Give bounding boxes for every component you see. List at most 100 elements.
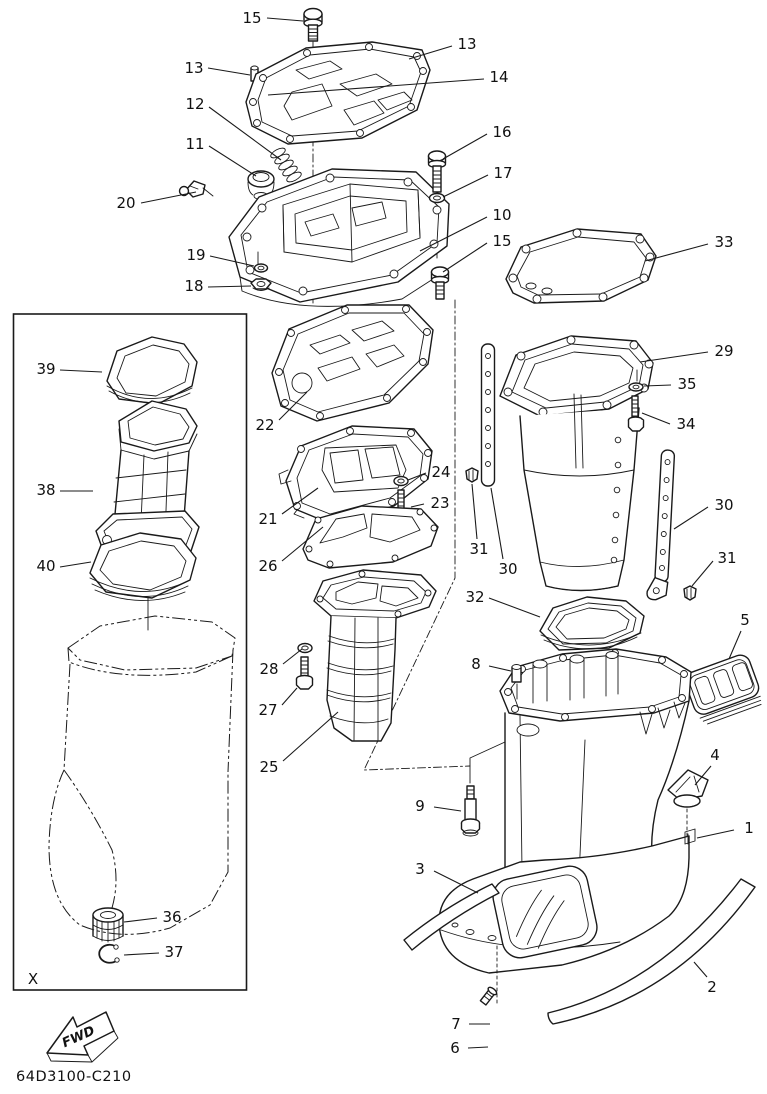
callout-35[interactable]: 35 [677,375,696,393]
callout-8[interactable]: 8 [471,655,481,673]
part-29-upper-casing [499,335,654,592]
callout-17[interactable]: 17 [493,164,512,182]
callout-24[interactable]: 24 [431,463,450,481]
callout-33[interactable]: 33 [714,233,733,251]
leader-line-25-31 [282,711,339,762]
callout-6[interactable]: 6 [450,1039,460,1057]
callout-30[interactable]: 30 [714,496,733,514]
callout-2[interactable]: 2 [707,978,717,996]
part-32-seal [539,596,645,651]
part-31-clip-right [683,585,697,601]
leader-line-16-6 [442,133,488,160]
callout-15[interactable]: 15 [242,9,261,27]
part-30-seal-left [480,343,496,487]
callout-29[interactable]: 29 [714,342,733,360]
leader-line-29-14 [639,351,709,363]
leader-line-26-21 [281,526,324,562]
leader-line-17-7 [442,174,489,198]
callout-13[interactable]: 13 [457,35,476,53]
part-15-bolt-right [430,266,450,300]
part-39-seal [106,336,198,405]
leader-line-15-10 [442,242,488,273]
callout-7[interactable]: 7 [451,1015,461,1033]
callout-10[interactable]: 10 [492,206,511,224]
callout-37[interactable]: 37 [164,943,183,961]
part-12-spring [270,147,302,183]
callout-31[interactable]: 31 [717,549,736,567]
part-19-washer [253,263,269,273]
leader-line-6-38 [467,1046,489,1049]
leader-line-11-5 [208,145,257,177]
callout-21[interactable]: 21 [258,510,277,528]
leader-line-12-4 [208,106,282,161]
part-9-bolt [460,741,506,837]
part-18-nut [250,278,272,291]
part-lower-casing [438,648,696,1007]
callout-23[interactable]: 23 [430,494,449,512]
callout-9[interactable]: 9 [415,797,425,815]
part-27-bolt [295,656,314,690]
leader-line-13-2 [408,45,453,60]
callout-25[interactable]: 25 [259,758,278,776]
part-10-exhaust-guide [228,168,450,307]
callout-19[interactable]: 19 [186,246,205,264]
part-36-grommet [92,907,124,943]
callout-28[interactable]: 28 [259,660,278,678]
callout-32[interactable]: 32 [465,588,484,606]
callout-X[interactable]: X [28,970,38,988]
callout-3[interactable]: 3 [415,860,425,878]
callout-14[interactable]: 14 [489,68,508,86]
callout-22[interactable]: 22 [255,416,274,434]
callout-5[interactable]: 5 [740,611,750,629]
part-24-washer [393,475,409,487]
leader-line-36-39 [123,917,158,923]
callout-34[interactable]: 34 [676,415,695,433]
callout-26[interactable]: 26 [258,557,277,575]
callout-11[interactable]: 11 [185,135,204,153]
part-3-strake [403,883,500,951]
leader-line-39-41 [59,369,103,373]
part-2-trim-strip [547,878,756,1025]
callout-39[interactable]: 39 [36,360,55,378]
callout-20[interactable]: 20 [116,194,135,212]
leader-line-5-27 [728,630,742,660]
callout-30[interactable]: 30 [498,560,517,578]
leader-line-33-11 [644,243,709,262]
part-4-anode [667,769,709,837]
callout-13[interactable]: 13 [184,59,203,77]
part-26-gasket [302,505,439,569]
leader-line-35-15 [643,384,672,387]
leader-line-15-0 [266,17,304,22]
callout-12[interactable]: 12 [185,95,204,113]
callout-31[interactable]: 31 [469,540,488,558]
part-37-circlip [98,943,120,964]
part-25-muffler [313,569,437,742]
diagram-part-code: 64D3100-C210 [16,1069,132,1085]
part-16-bolt [427,150,447,193]
callout-16[interactable]: 16 [492,123,511,141]
callout-36[interactable]: 36 [162,908,181,926]
callout-1[interactable]: 1 [744,819,754,837]
callout-4[interactable]: 4 [710,746,720,764]
callout-38[interactable]: 38 [36,481,55,499]
leader-line-14-3 [267,78,485,96]
leader-line-23-19 [410,503,425,508]
leader-line-24-18 [407,472,427,481]
leader-line-21-20 [281,487,319,515]
fwd-arrow: FWD [46,1011,119,1063]
part-14-gasket [245,41,431,145]
leader-line-2-36 [693,961,708,978]
leader-line-30-24 [673,506,709,530]
part-30-seal-right [646,449,676,601]
callout-15[interactable]: 15 [492,232,511,250]
callout-40[interactable]: 40 [36,557,55,575]
callout-18[interactable]: 18 [184,277,203,295]
part-28-washer [297,642,313,654]
leader-line-22-17 [278,391,308,421]
leader-line-32-26 [488,597,541,618]
callout-27[interactable]: 27 [258,701,277,719]
phantom-casing-outline [48,615,236,935]
part-22-gasket [271,304,434,422]
